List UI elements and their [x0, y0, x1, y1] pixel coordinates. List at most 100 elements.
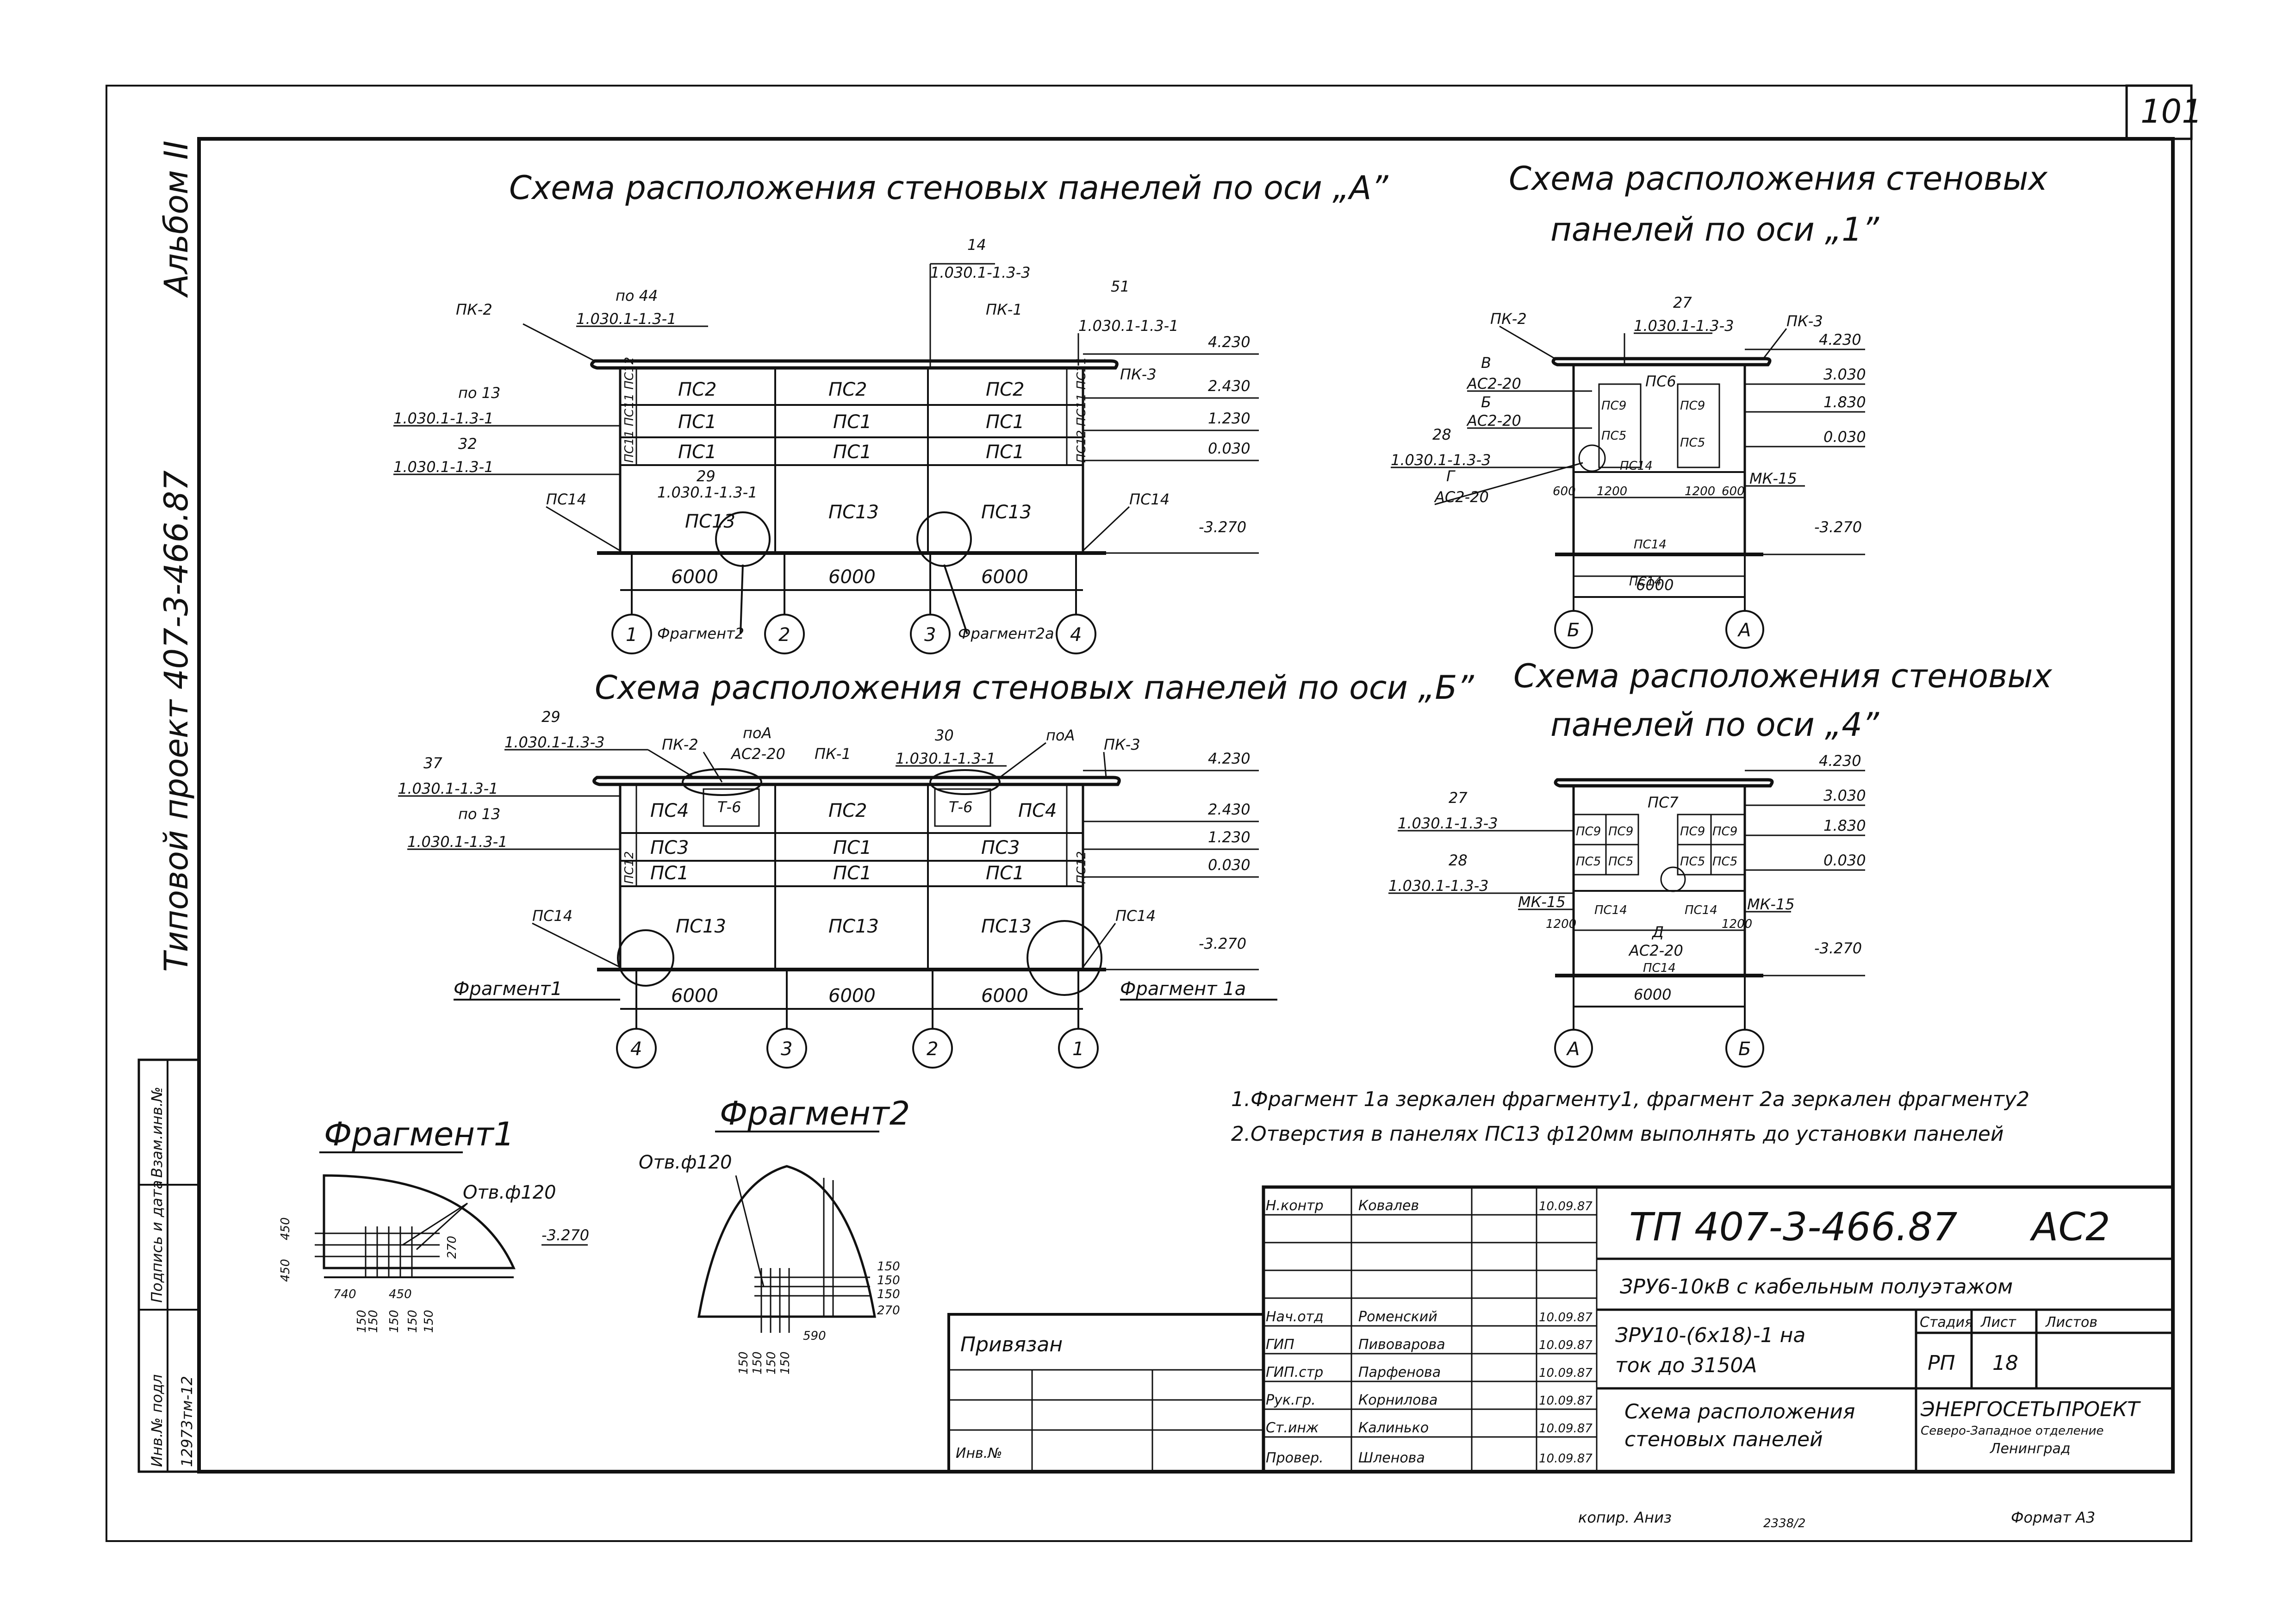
tb-stage: РП [1928, 1351, 1955, 1375]
scheme-1-callout-mk15: МК-15 [1749, 470, 1797, 487]
scheme-1-panel-ps14-b: ПС14 [1634, 538, 1667, 552]
bound-label: Привязан [960, 1333, 1063, 1356]
scheme-a-span-2: 6000 [828, 566, 876, 588]
inv-label: Инв.№ [956, 1445, 1002, 1461]
scheme-1-callout-pk3: ПК-3 [1786, 312, 1823, 330]
scheme-a-panel-ps1-5: ПС1 [833, 442, 871, 463]
tb-date-3: 10.09.87 [1539, 1366, 1593, 1380]
tb-date-5: 10.09.87 [1539, 1422, 1593, 1436]
tb-code: ТП 407-3-466.87 [1629, 1204, 1958, 1250]
fragment-1-dim-b-2: 150 [367, 1310, 380, 1333]
scheme-4-callout-mk15-left: МК-15 [1518, 893, 1566, 911]
scheme-a-panel-ps1-3: ПС1 [986, 411, 1024, 433]
scheme-b-panel-ps1-mid-top: ПС1 [833, 837, 871, 858]
scheme-b-axis-4: 4 [630, 1038, 642, 1060]
scheme-b-callout-poa-left: поА [743, 724, 772, 742]
scheme-1-callout-v: В [1481, 354, 1491, 372]
scheme-a-callout-po44: по 44 [616, 287, 658, 305]
scheme-b-axis-3: 3 [781, 1038, 792, 1060]
tb-mark: АС2 [2029, 1204, 2110, 1250]
scheme-4-level-m3270: -3.270 [1814, 939, 1862, 957]
scheme-a-callout-ps14-left: ПС14 [546, 491, 586, 508]
scheme-4-title-line2: панелей по оси „4” [1550, 706, 1879, 744]
scheme-1-panel-ps5-right: ПС5 [1680, 436, 1705, 450]
scheme-4-callout-d: Д [1651, 923, 1664, 941]
scheme-a-callout-pk1: ПК-1 [986, 301, 1022, 318]
fragment-1-title: Фрагмент1 [324, 1115, 514, 1153]
scheme-b-callout-as2-20: АС2-20 [730, 745, 785, 763]
scheme-a-callout-29: 29 [697, 467, 716, 485]
scheme-b-level-m3270: -3.270 [1199, 935, 1246, 952]
scheme-b-panel-ps4-left: ПС4 [650, 800, 689, 821]
scheme-b-panel-ps3-right: ПС3 [981, 837, 1020, 858]
scheme-a-span-3: 6000 [981, 566, 1028, 588]
fragment-2: Фрагмент2 Отв.ф120 150 150 150 270 590 1… [639, 1094, 910, 1374]
scheme-4-level-1830: 1.830 [1823, 817, 1866, 834]
scheme-b-panel-ps3-left: ПС3 [650, 837, 689, 858]
scheme-b-fragment-1: Фрагмент1 [454, 978, 562, 1000]
scheme-4-panel-ps14-1: ПС14 [1594, 903, 1627, 917]
scheme-b-callout-series1: 1.030.1-1.3-3 [504, 734, 604, 751]
scheme-a-span-1: 6000 [671, 566, 718, 588]
fragment-2-dim-b-3: 150 [765, 1351, 778, 1374]
scheme-a-axis-3: 3 [924, 624, 936, 646]
fragment-1-dim-v-1: 450 [279, 1259, 292, 1282]
scheme-4-level-4230: 4.230 [1819, 752, 1861, 770]
scheme-a-panel-ps2-1: ПС2 [678, 379, 716, 400]
fragment-1-dim-h-2: 450 [389, 1287, 412, 1301]
scheme-a-axis-1: 1 [626, 624, 637, 646]
tb-sheet-label: Лист [1980, 1314, 2017, 1331]
fragment-1-dim-b-1: 150 [355, 1310, 369, 1333]
scheme-4-panel-ps5-4: ПС5 [1712, 855, 1737, 869]
tb-object: ЗРУ6-10кВ с кабельным полуэтажом [1620, 1275, 2013, 1299]
bound-block: Привязан Инв.№ [947, 1313, 1265, 1473]
scheme-a-level-m3270: -3.270 [1199, 518, 1246, 536]
scheme-a-level-4230: 4.230 [1208, 333, 1251, 351]
scheme-4-panel-ps9-2: ПС9 [1608, 825, 1633, 839]
footer-copy: копир. Аниз [1578, 1509, 1672, 1526]
scheme-a-panel-ps1-6: ПС1 [986, 442, 1024, 463]
tb-name-2: Пивоварова [1358, 1337, 1445, 1353]
scheme-1-title-line1: Схема расположения стеновых [1509, 160, 2047, 198]
scheme-a-panel-ps13-2: ПС13 [828, 502, 879, 523]
fragment-2-dim-b-2: 150 [751, 1351, 765, 1374]
scheme-b-callout-po13: по 13 [458, 805, 500, 823]
sheet-number: 101 [2140, 93, 2203, 131]
fragment-2-dim-v-4: 270 [877, 1304, 900, 1318]
footer-num: 2338/2 [1763, 1517, 1805, 1530]
scheme-b-callout-pk2: ПК-2 [662, 736, 698, 753]
scheme-4-title-line1: Схема расположения стеновых [1513, 657, 2052, 695]
scheme-b-panel-ps2: ПС2 [828, 800, 867, 821]
scheme-b-callout-30: 30 [935, 727, 954, 744]
scheme-4-panel-ps14-3: ПС14 [1643, 961, 1676, 975]
side-stamp-inv-label: Инв.№ подл [148, 1374, 166, 1467]
tb-subtitle-2: ток до 3150А [1615, 1354, 1757, 1377]
scheme-axis-1: Схема расположения стеновых панелей по о… [1391, 160, 2047, 649]
scheme-1-dim-600-right: 600 [1722, 485, 1745, 498]
scheme-1-level-m3270: -3.270 [1814, 518, 1862, 536]
scheme-a-callout-series5: 1.030.1-1.3-1 [393, 458, 493, 476]
note-2: 2.Отверстия в панелях ПС13 ф120мм выполн… [1231, 1122, 2004, 1146]
scheme-b-callout-series4: 1.030.1-1.3-1 [407, 833, 507, 851]
scheme-a-callout-ps14-right: ПС14 [1129, 491, 1170, 508]
scheme-axis-4: Схема расположения стеновых панелей по о… [1388, 657, 2052, 1068]
scheme-b-panel-ps13-1: ПС13 [676, 916, 726, 937]
tb-name-3: Парфенова [1358, 1364, 1441, 1380]
scheme-a-callout-ps12-right: ПС12 ПС11 ПС11 [1075, 357, 1089, 463]
fragment-2-hole: Отв.ф120 [639, 1152, 732, 1173]
fragment-2-dim-v-1: 150 [877, 1260, 900, 1274]
scheme-b-callout-pk3: ПК-3 [1104, 736, 1140, 753]
scheme-1-callout-series2: 1.030.1-1.3-3 [1391, 451, 1491, 469]
scheme-1-panel-ps6: ПС6 [1645, 373, 1676, 390]
scheme-a-level-0030: 0.030 [1208, 440, 1251, 457]
scheme-1-axis-a: А [1737, 620, 1751, 641]
fragment-2-title: Фрагмент2 [720, 1094, 910, 1132]
scheme-4-panel-ps5-1: ПС5 [1576, 855, 1601, 869]
tb-role-2: ГИП [1266, 1337, 1294, 1353]
scheme-b-level-0030: 0.030 [1208, 856, 1251, 874]
scheme-b-level-4230: 4.230 [1208, 750, 1251, 767]
scheme-a-callout-series6: 1.030.1-1.3-1 [657, 484, 757, 501]
scheme-4-dim-1200-right: 1200 [1722, 917, 1752, 931]
scheme-1-panel-ps9-right: ПС9 [1680, 399, 1705, 413]
